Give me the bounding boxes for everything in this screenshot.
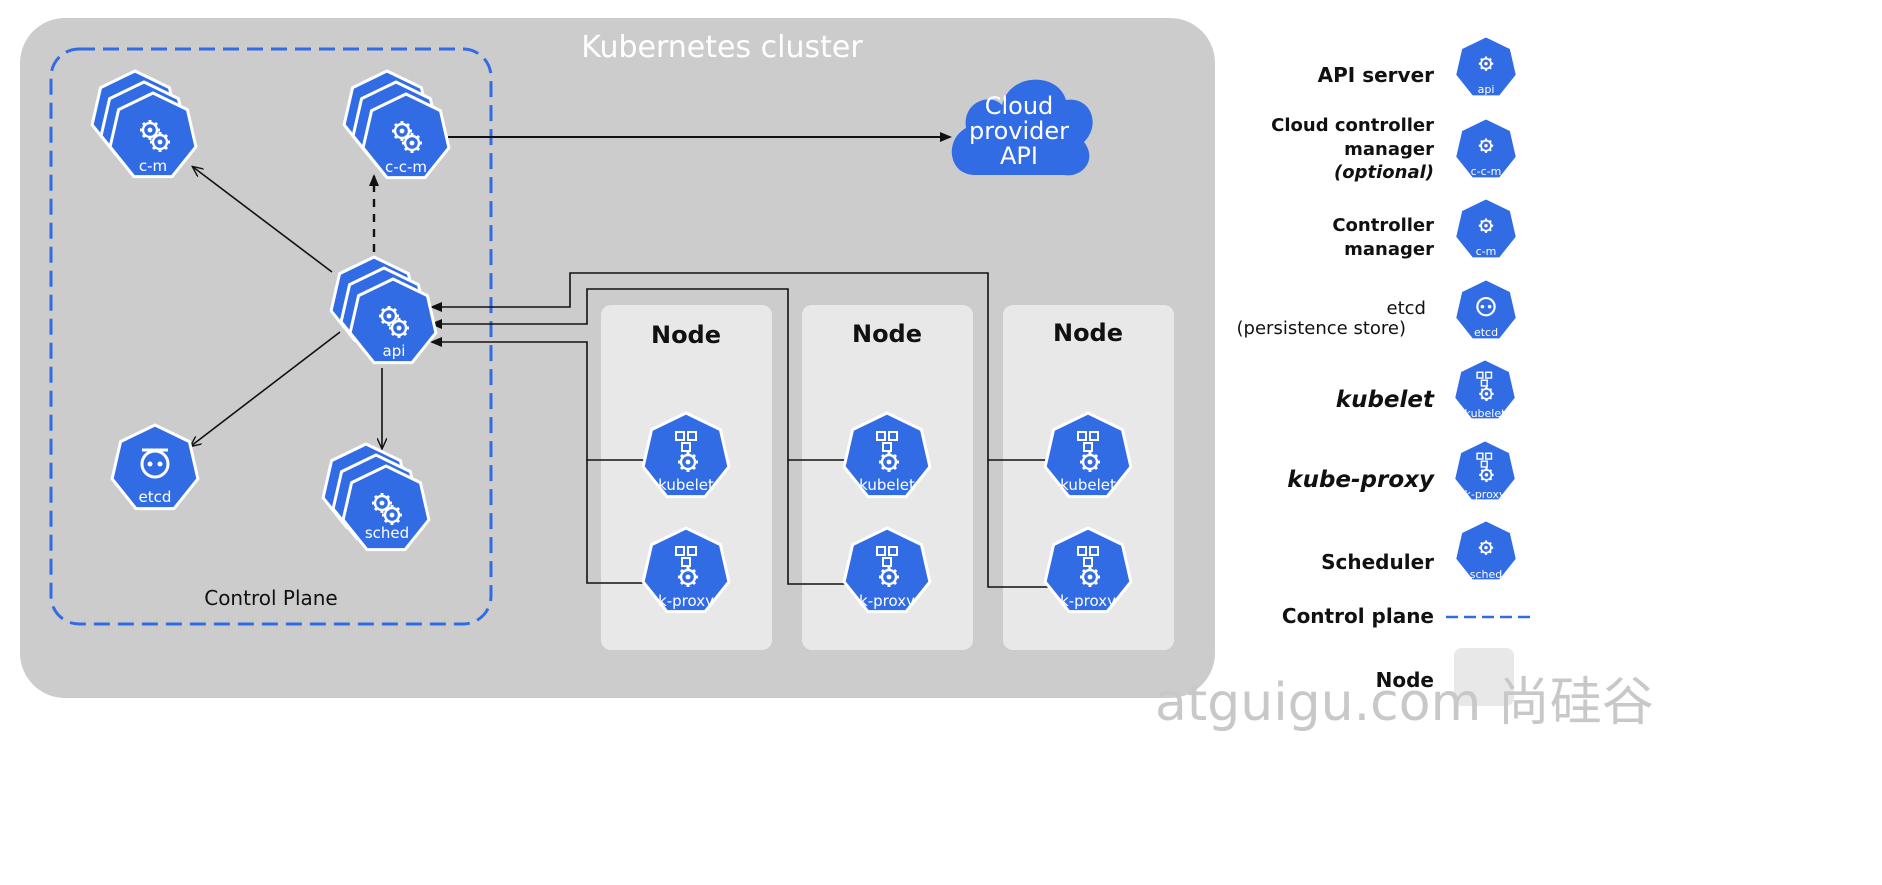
legend-api-label: API server bbox=[1318, 63, 1434, 87]
etcd-robot-icon bbox=[140, 448, 170, 479]
connection-lines bbox=[191, 132, 1050, 588]
legend-etcd-line2: (persistence store) bbox=[1237, 318, 1406, 339]
node2-kubelet-icon: kubelet bbox=[842, 411, 932, 499]
node2-kproxy-icon: k-proxy bbox=[842, 526, 932, 614]
legend-ccm-line3: (optional) bbox=[1334, 162, 1434, 183]
etcd-label: etcd bbox=[139, 488, 172, 506]
cloud-line-3: API bbox=[1000, 142, 1038, 170]
legend-kubelet-icon bbox=[1453, 358, 1517, 421]
legend-etcd-icon-label: etcd bbox=[1474, 326, 1498, 339]
kubelet-label: kubelet bbox=[1060, 476, 1116, 494]
kproxy-label: k-proxy bbox=[1060, 592, 1116, 610]
legend-node-swatch bbox=[1454, 648, 1514, 706]
legend-node-label: Node bbox=[1376, 668, 1434, 692]
cloud-provider-icon: Cloud provider API bbox=[951, 79, 1093, 176]
node-title: Node bbox=[1053, 319, 1123, 347]
sched-label: sched bbox=[365, 524, 409, 542]
control-plane-box bbox=[49, 47, 493, 626]
node1-kproxy-icon: k-proxy bbox=[641, 526, 731, 614]
node1-kproxy-line bbox=[586, 460, 647, 584]
kproxy-label: k-proxy bbox=[658, 592, 714, 610]
watermark-text: atguigu.com 尚硅谷 bbox=[1155, 673, 1654, 733]
legend-kubelet-label: kubelet bbox=[1336, 387, 1435, 413]
node1-kubelet-icon: kubelet bbox=[641, 411, 731, 499]
legend-control-plane-label: Control plane bbox=[1282, 604, 1434, 628]
controller-manager-icon: c-m bbox=[90, 69, 198, 179]
legend-api-icon-label: api bbox=[1478, 83, 1495, 96]
legend-kproxy-icon bbox=[1453, 439, 1517, 502]
kubelet-label: kubelet bbox=[658, 476, 714, 494]
etcd-icon: etcd bbox=[110, 423, 200, 511]
ccm-label: c-c-m bbox=[385, 158, 427, 176]
legend-cm-line2: manager bbox=[1344, 239, 1434, 260]
node3-kubelet-icon: kubelet bbox=[1043, 411, 1133, 499]
api-label: api bbox=[383, 342, 406, 360]
legend-kproxy-icon-label: k-proxy bbox=[1464, 488, 1506, 501]
node-title: Node bbox=[651, 321, 721, 349]
arrow-api-to-etcd bbox=[191, 331, 341, 446]
control-plane-label: Control Plane bbox=[204, 586, 338, 610]
cloud-line-1: Cloud bbox=[985, 92, 1054, 120]
scheduler-icon: sched bbox=[321, 442, 431, 552]
node2-kproxy-line bbox=[787, 460, 848, 585]
kubelet-label: kubelet bbox=[859, 476, 915, 494]
legend-scheduler-icon-label: sched bbox=[1470, 568, 1503, 581]
kproxy-label: k-proxy bbox=[859, 592, 915, 610]
node2-to-api-line bbox=[430, 288, 848, 461]
node3-kproxy-icon: k-proxy bbox=[1043, 526, 1133, 614]
legend-ccm-line1: Cloud controller bbox=[1271, 115, 1434, 136]
node3-to-api-line bbox=[430, 272, 1050, 461]
legend: API server api Cloud controller manager … bbox=[1237, 35, 1530, 706]
legend-cm-line1: Controller bbox=[1332, 215, 1434, 236]
arrow-api-to-cm bbox=[193, 167, 333, 273]
cloud-controller-manager-icon: c-c-m bbox=[342, 69, 451, 180]
legend-ccm-line2: manager bbox=[1344, 139, 1434, 160]
cluster-title: Kubernetes cluster bbox=[581, 30, 863, 65]
node1-to-api-line bbox=[430, 337, 647, 461]
legend-etcd-icon bbox=[1454, 278, 1518, 341]
cm-label: c-m bbox=[139, 157, 167, 175]
legend-kubelet-icon-label: kubelet bbox=[1465, 407, 1507, 420]
node-title: Node bbox=[852, 320, 922, 348]
legend-ccm-icon-label: c-c-m bbox=[1471, 165, 1502, 178]
legend-scheduler-label: Scheduler bbox=[1321, 550, 1434, 574]
node3-kproxy-line bbox=[987, 460, 1050, 588]
cloud-line-2: provider bbox=[969, 117, 1069, 145]
legend-kproxy-label: kube-proxy bbox=[1287, 467, 1435, 493]
legend-etcd-line1: etcd bbox=[1387, 298, 1426, 319]
legend-cm-icon-label: c-m bbox=[1476, 245, 1497, 258]
api-server-icon: api bbox=[329, 255, 438, 365]
